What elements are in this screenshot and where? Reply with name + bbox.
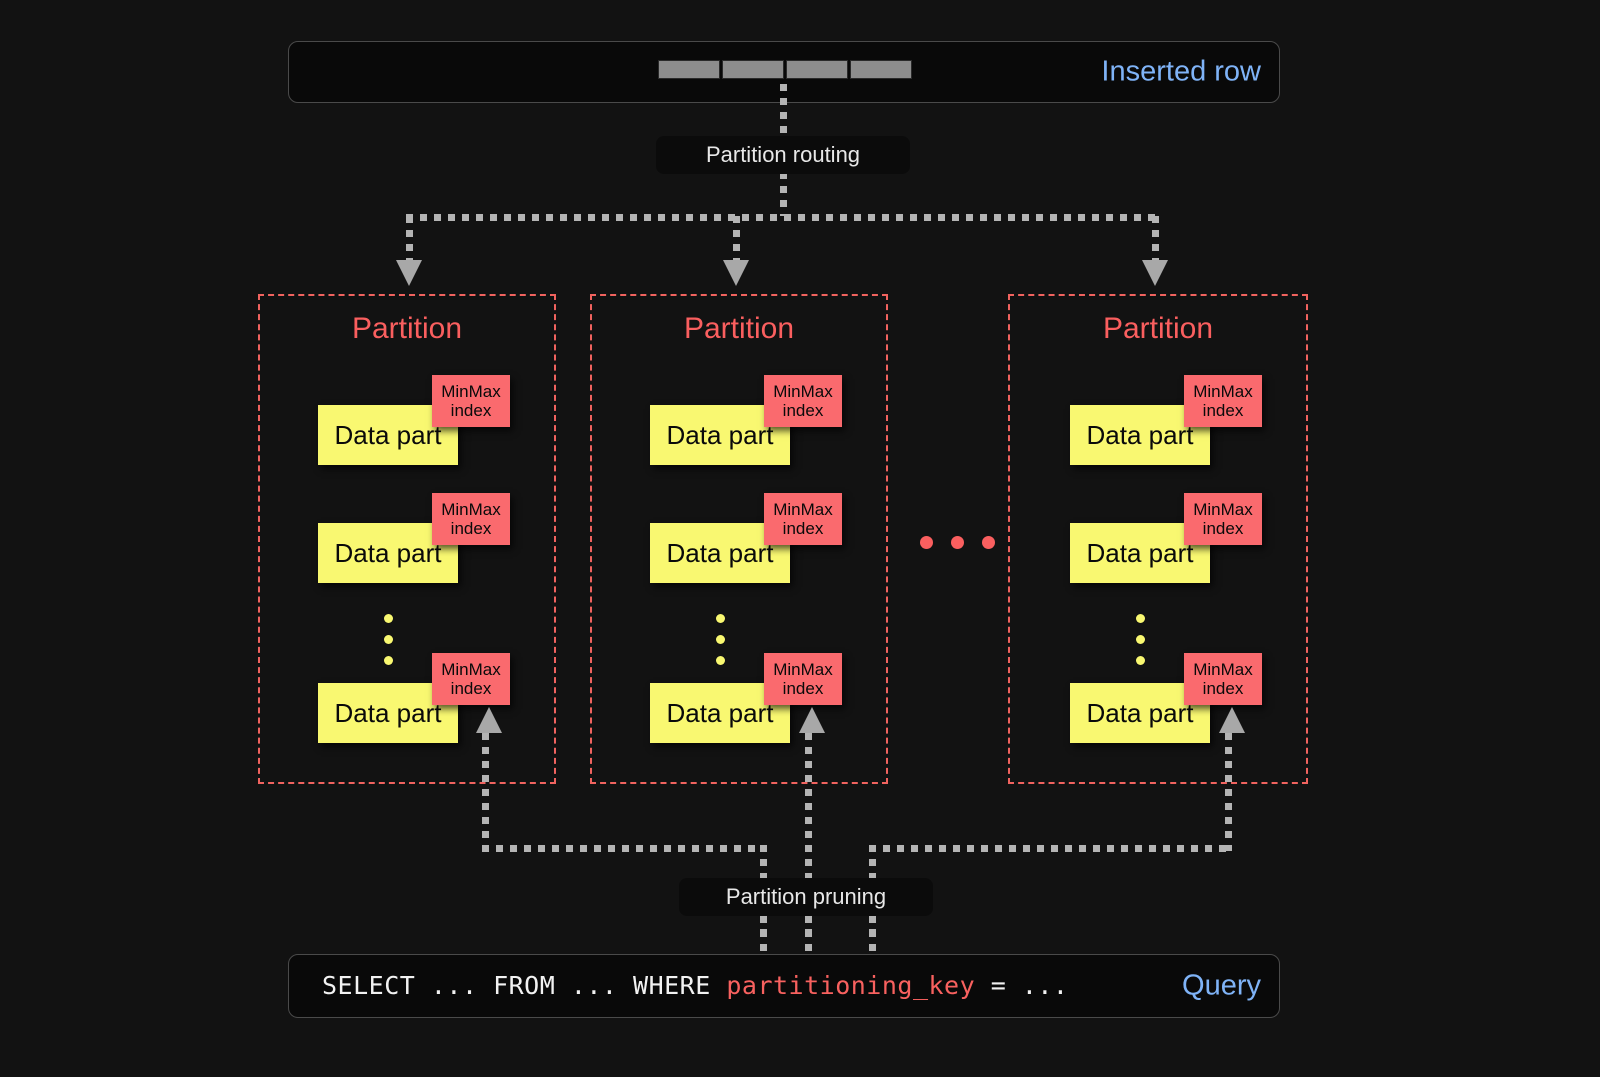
query-partitioning-key: partitioning_key — [726, 971, 976, 1000]
data-part-box: Data part — [318, 683, 458, 743]
data-part-label: Data part — [334, 419, 442, 450]
row-cell — [850, 60, 912, 79]
ellipsis-dot — [716, 656, 725, 665]
ellipsis-dot — [1136, 614, 1145, 623]
minmax-index-box: MinMax index — [1184, 653, 1262, 705]
partition-title-3: Partition — [1102, 312, 1214, 345]
query-sql-text: SELECT ... FROM ... WHERE partitioning_k… — [322, 971, 1068, 1000]
connector-pruning-p1-horiz — [482, 845, 766, 852]
connector-branch-p1 — [406, 216, 413, 264]
partition-pruning-box: Partition pruning — [679, 878, 933, 916]
partition-routing-box: Partition routing — [656, 136, 910, 174]
partition-box-2: Partition MinMax index Data part MinMax … — [590, 294, 888, 784]
data-part-box: Data part — [650, 405, 790, 465]
arrow-down-p2-icon — [723, 260, 749, 286]
between-partitions-ellipsis — [920, 536, 995, 549]
minmax-index-label: MinMax index — [441, 381, 501, 420]
minmax-index-label: MinMax index — [773, 381, 833, 420]
data-part-label: Data part — [666, 419, 774, 450]
connector-pruning-to-query-3 — [869, 916, 876, 956]
connector-branch-p2 — [733, 216, 740, 264]
ellipsis-dot — [716, 614, 725, 623]
query-text-before: SELECT ... FROM ... WHERE — [322, 971, 727, 1000]
ellipsis-dot — [384, 614, 393, 623]
minmax-index-label: MinMax index — [773, 659, 833, 698]
connector-pruning-to-query-2 — [805, 916, 812, 956]
minmax-index-label: MinMax index — [1193, 659, 1253, 698]
data-part-label: Data part — [334, 697, 442, 728]
data-part-box: Data part — [650, 683, 790, 743]
minmax-index-label: MinMax index — [1193, 499, 1253, 538]
arrow-up-p2-icon — [799, 707, 825, 733]
query-bar: Query — [288, 954, 1280, 1018]
connector-routing-down — [780, 172, 787, 216]
connector-row-to-routing — [780, 84, 787, 140]
minmax-index-box: MinMax index — [432, 653, 510, 705]
connector-branch-p3 — [1152, 216, 1159, 264]
arrow-down-p3-icon — [1142, 260, 1168, 286]
ellipsis-dot — [384, 635, 393, 644]
inserted-row-cells — [658, 60, 912, 79]
vertical-ellipsis-2 — [716, 614, 725, 665]
partition-pruning-label: Partition pruning — [725, 884, 887, 909]
partition-title-2: Partition — [683, 312, 795, 345]
minmax-index-box: MinMax index — [764, 493, 842, 545]
data-part-label: Data part — [1086, 419, 1194, 450]
minmax-index-box: MinMax index — [432, 375, 510, 427]
connector-pruning-p3-vert — [1225, 733, 1232, 851]
inserted-row-label: Inserted row — [1101, 55, 1261, 88]
ellipsis-dot — [1136, 635, 1145, 644]
connector-pruning-p2-vert — [805, 733, 812, 938]
minmax-index-box: MinMax index — [1184, 375, 1262, 427]
partition-routing-label: Partition routing — [705, 142, 861, 167]
data-part-label: Data part — [1086, 697, 1194, 728]
vertical-ellipsis-3 — [1136, 614, 1145, 665]
data-part-box: Data part — [318, 523, 458, 583]
minmax-index-box: MinMax index — [764, 375, 842, 427]
minmax-index-box: MinMax index — [764, 653, 842, 705]
query-text-after: = ... — [975, 971, 1069, 1000]
vertical-ellipsis-1 — [384, 614, 393, 665]
data-part-label: Data part — [1086, 537, 1194, 568]
row-cell — [786, 60, 848, 79]
arrow-up-p3-icon — [1219, 707, 1245, 733]
ellipsis-dot — [716, 635, 725, 644]
row-cell — [722, 60, 784, 79]
ellipsis-dot — [982, 536, 995, 549]
minmax-index-box: MinMax index — [432, 493, 510, 545]
minmax-index-label: MinMax index — [1193, 381, 1253, 420]
ellipsis-dot — [951, 536, 964, 549]
ellipsis-dot — [384, 656, 393, 665]
ellipsis-dot — [920, 536, 933, 549]
minmax-index-box: MinMax index — [1184, 493, 1262, 545]
partition-box-3: Partition MinMax index Data part MinMax … — [1008, 294, 1308, 784]
partition-title-1: Partition — [351, 312, 463, 345]
connector-pruning-p3-horiz — [869, 845, 1232, 852]
minmax-index-label: MinMax index — [441, 659, 501, 698]
minmax-index-label: MinMax index — [441, 499, 501, 538]
arrow-up-p1-icon — [476, 707, 502, 733]
connector-pruning-p1-vert — [482, 733, 489, 851]
query-label: Query — [1182, 969, 1261, 1002]
data-part-label: Data part — [666, 537, 774, 568]
data-part-label: Data part — [666, 697, 774, 728]
connector-routing-bus — [406, 214, 1158, 221]
data-part-label: Data part — [334, 537, 442, 568]
partition-box-1: Partition MinMax index Data part MinMax … — [258, 294, 556, 784]
minmax-index-label: MinMax index — [773, 499, 833, 538]
connector-pruning-to-query-1 — [760, 916, 767, 956]
arrow-down-p1-icon — [396, 260, 422, 286]
ellipsis-dot — [1136, 656, 1145, 665]
row-cell — [658, 60, 720, 79]
